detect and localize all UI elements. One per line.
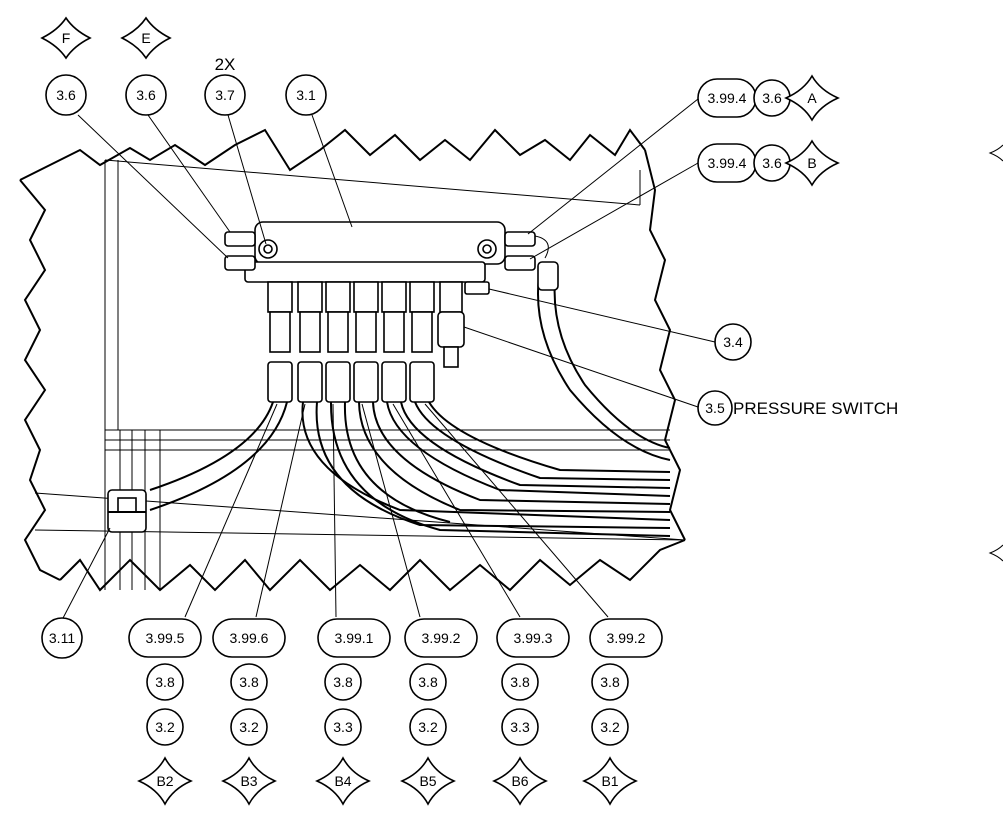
svg-text:B1: B1 — [601, 773, 618, 789]
svg-text:A: A — [807, 90, 817, 106]
balloon-3-7: 3.7 — [204, 74, 246, 116]
svg-text:B3: B3 — [240, 773, 257, 789]
edge-marker-top — [988, 144, 1003, 162]
fitting-1 — [267, 281, 293, 403]
balloon-3-5: 3.5 — [697, 390, 733, 426]
svg-text:3.99.5: 3.99.5 — [146, 630, 185, 646]
svg-text:3.99.4: 3.99.4 — [708, 155, 747, 171]
column-3: 3.99.1 3.8 3.3 B4 — [315, 618, 391, 806]
svg-text:3.8: 3.8 — [418, 674, 438, 690]
clamp — [107, 489, 147, 533]
svg-text:3.6: 3.6 — [56, 87, 76, 103]
column-1: 3.99.5 3.8 3.2 B2 — [128, 618, 202, 806]
column-2: 3.99.6 3.8 3.2 B3 — [212, 618, 286, 806]
svg-text:3.3: 3.3 — [510, 719, 530, 735]
svg-text:3.6: 3.6 — [762, 155, 782, 171]
callout-B: 3.99.4 3.6 B — [697, 139, 840, 187]
svg-text:3.8: 3.8 — [239, 674, 259, 690]
svg-text:3.2: 3.2 — [155, 719, 175, 735]
svg-text:3.7: 3.7 — [215, 87, 235, 103]
svg-text:3.99.4: 3.99.4 — [708, 90, 747, 106]
marker-F-label: F — [62, 30, 71, 46]
balloon-3-11: 3.11 — [41, 617, 83, 659]
fitting-3 — [325, 281, 351, 403]
svg-text:3.8: 3.8 — [155, 674, 175, 690]
svg-text:3.99.3: 3.99.3 — [514, 630, 553, 646]
svg-text:3.8: 3.8 — [510, 674, 530, 690]
svg-text:B: B — [807, 155, 816, 171]
fitting-2 — [297, 281, 323, 403]
marker-E: E — [120, 16, 172, 60]
svg-text:3.99.2: 3.99.2 — [422, 630, 461, 646]
svg-text:3.5: 3.5 — [705, 400, 725, 416]
svg-text:3.6: 3.6 — [762, 90, 782, 106]
balloon-3-1: 3.1 — [285, 74, 327, 116]
svg-text:3.8: 3.8 — [600, 674, 620, 690]
svg-text:3.2: 3.2 — [239, 719, 259, 735]
svg-text:3.2: 3.2 — [600, 719, 620, 735]
leader-lines — [61, 98, 716, 621]
marker-E-label: E — [141, 30, 150, 46]
callout-A: 3.99.4 3.6 A — [697, 74, 840, 122]
svg-text:3.99.6: 3.99.6 — [230, 630, 269, 646]
svg-text:3.99.2: 3.99.2 — [607, 630, 646, 646]
balloon-3-6-left: 3.6 — [45, 74, 87, 116]
svg-text:3.4: 3.4 — [723, 334, 743, 350]
fitting-5 — [381, 281, 407, 403]
column-4: 3.99.2 3.8 3.2 B5 — [400, 618, 478, 806]
column-5: 3.99.3 3.8 3.3 B6 — [492, 618, 570, 806]
pressure-switch-note: PRESSURE SWITCH — [733, 399, 898, 418]
svg-text:3.11: 3.11 — [49, 630, 75, 646]
svg-text:B2: B2 — [156, 773, 173, 789]
multiplier-text: 2X — [215, 55, 236, 74]
svg-text:3.3: 3.3 — [333, 719, 353, 735]
svg-text:B5: B5 — [419, 773, 436, 789]
balloon-3-4: 3.4 — [714, 323, 752, 361]
svg-text:B6: B6 — [511, 773, 528, 789]
svg-text:3.8: 3.8 — [333, 674, 353, 690]
manifold-block — [224, 221, 549, 295]
svg-text:3.6: 3.6 — [136, 87, 156, 103]
pressure-switch-body — [437, 281, 465, 368]
fitting-4 — [353, 281, 379, 403]
column-6: 3.99.2 3.8 3.2 B1 — [582, 618, 663, 806]
marker-F: F — [40, 16, 92, 60]
hoses — [149, 261, 671, 537]
svg-text:B4: B4 — [334, 773, 351, 789]
fitting-columns — [267, 281, 465, 403]
edge-marker-bottom — [988, 544, 1003, 562]
svg-text:3.99.1: 3.99.1 — [335, 630, 374, 646]
svg-text:3.2: 3.2 — [418, 719, 438, 735]
fitting-6 — [409, 281, 435, 403]
balloon-3-6-right: 3.6 — [125, 74, 167, 116]
svg-text:3.1: 3.1 — [296, 87, 316, 103]
